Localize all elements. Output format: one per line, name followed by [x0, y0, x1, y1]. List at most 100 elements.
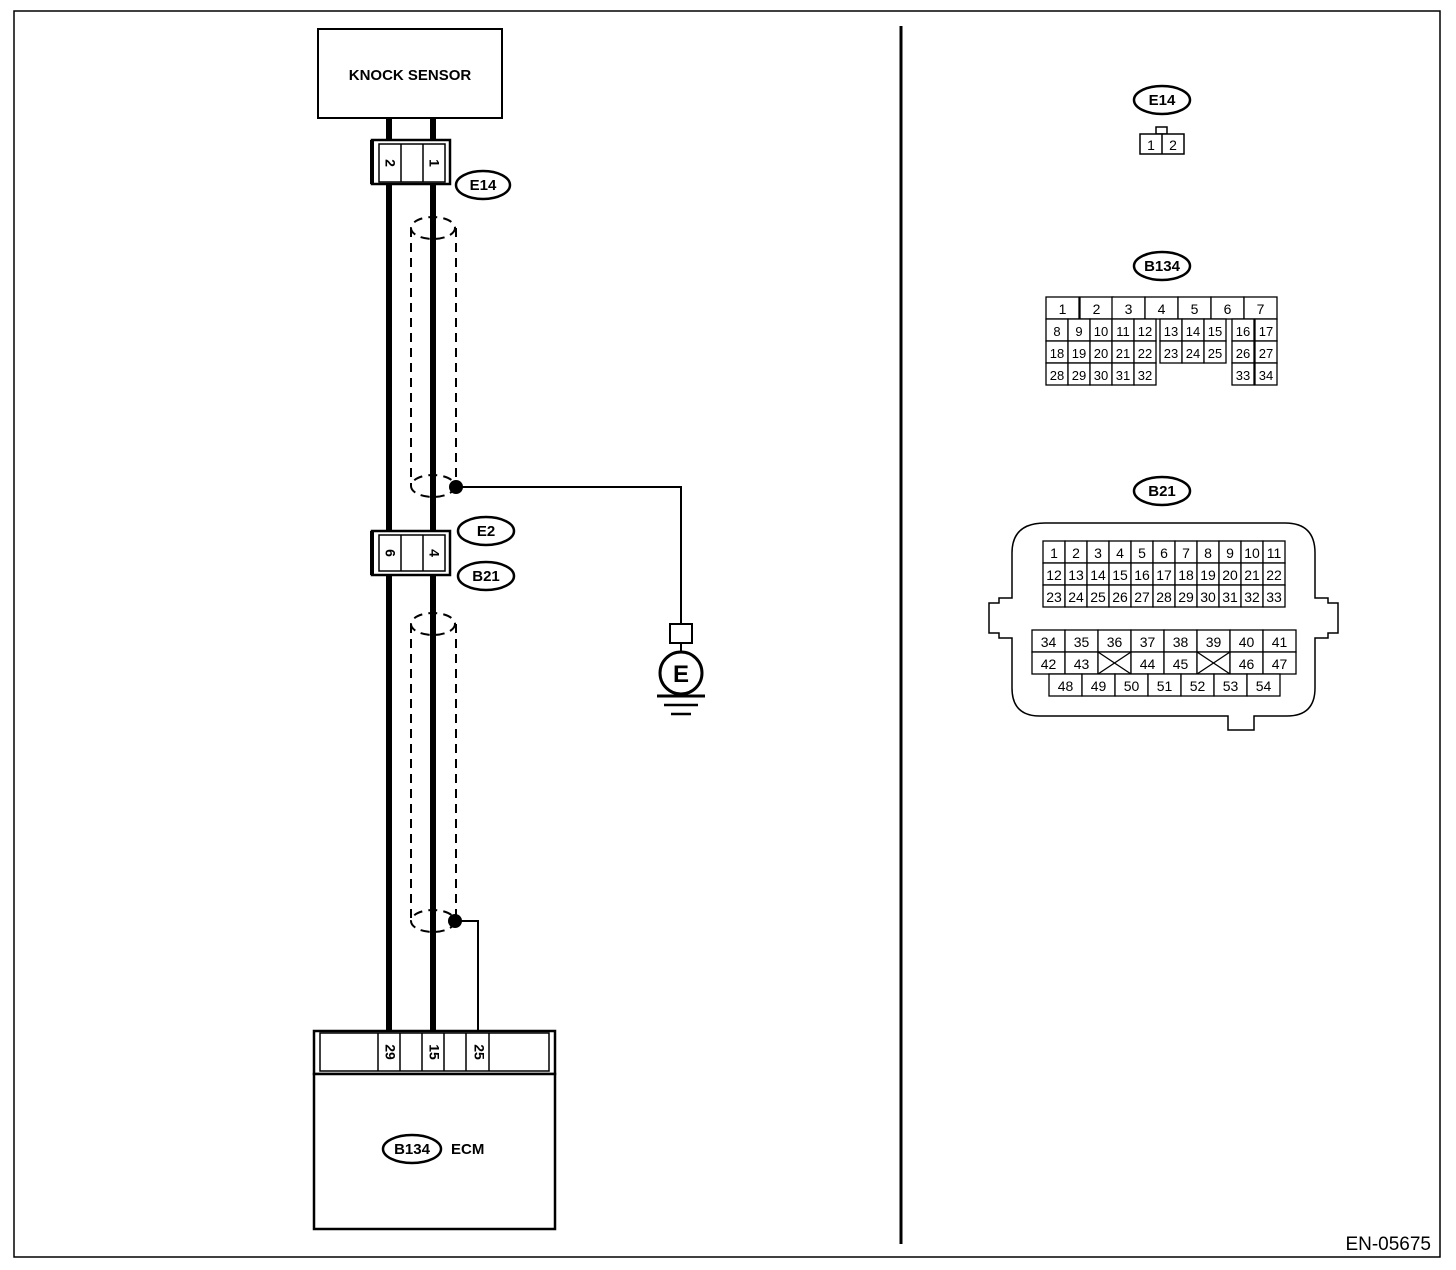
- pin-number: 12: [1138, 324, 1152, 339]
- pin-cell: 47: [1262, 651, 1297, 675]
- pin-cell: 54: [1246, 673, 1281, 697]
- pin-cell: 13: [1159, 318, 1183, 342]
- pin-number: 41: [1272, 634, 1288, 650]
- pin-cell: 33: [1231, 362, 1255, 386]
- pin-number: 31: [1222, 589, 1238, 605]
- pin-number: 15: [1208, 324, 1222, 339]
- pin-cell: 1: [1042, 540, 1066, 564]
- pin-number: 2: [1072, 545, 1080, 561]
- pin-cell: 13: [1064, 562, 1088, 586]
- pin-cell: 35: [1064, 629, 1099, 653]
- pin-number: 6: [1160, 545, 1168, 561]
- pin-cell: 32: [1133, 362, 1157, 386]
- pin-cell: 24: [1064, 584, 1088, 608]
- pin-number: 26: [1112, 589, 1128, 605]
- pin-number: 16: [1134, 567, 1150, 583]
- svg-text:E2: E2: [477, 523, 495, 540]
- pin-number: 23: [1046, 589, 1062, 605]
- pin-cell: 27: [1130, 584, 1154, 608]
- pin-cell: 12: [1042, 562, 1066, 586]
- pin-number: 42: [1041, 656, 1057, 672]
- pin-cell: 3: [1086, 540, 1110, 564]
- pin-cell-blank: [1097, 651, 1132, 675]
- sensor-pin-2: 2: [382, 159, 398, 167]
- junction-connector: 6 4: [370, 529, 452, 577]
- pin-cell: 12: [1133, 318, 1157, 342]
- pin-cell: 16: [1231, 318, 1255, 342]
- pin-number: 45: [1173, 656, 1189, 672]
- pin-cell: 2: [1079, 296, 1114, 320]
- pin-number: 13: [1068, 567, 1084, 583]
- pin-cell: 43: [1064, 651, 1099, 675]
- pin-cell: 21: [1111, 340, 1135, 364]
- pin-cell-blank: [1196, 651, 1231, 675]
- svg-text:1: 1: [1147, 137, 1155, 153]
- pin-number: 3: [1094, 545, 1102, 561]
- sensor-pin-1: 1: [426, 159, 442, 167]
- svg-text:B21: B21: [472, 568, 500, 585]
- pin-cell: 42: [1031, 651, 1066, 675]
- pin-number: 21: [1116, 346, 1130, 361]
- diagram-code: EN-05675: [1345, 1234, 1431, 1255]
- pin-cell: 24: [1181, 340, 1205, 364]
- pin-cell: 7: [1174, 540, 1198, 564]
- pin-number: 9: [1226, 545, 1234, 561]
- knock-sensor-box: KNOCK SENSOR: [317, 28, 503, 119]
- pin-cell: 19: [1067, 340, 1091, 364]
- ecm-connector: 29 15 25: [312, 1029, 557, 1076]
- pin-number: 22: [1138, 346, 1152, 361]
- pin-number: 6: [1224, 301, 1232, 317]
- pin-number: 1: [1050, 545, 1058, 561]
- pin-number: 15: [1112, 567, 1128, 583]
- pin-cell: 23: [1042, 584, 1066, 608]
- pin-number: 21: [1244, 567, 1260, 583]
- pin-number: 23: [1164, 346, 1178, 361]
- pin-cell: 6: [1210, 296, 1245, 320]
- pin-number: 5: [1138, 545, 1146, 561]
- junction-pin-6: 6: [382, 549, 398, 557]
- pin-cell: 14: [1181, 318, 1205, 342]
- pin-number: 1: [1059, 301, 1067, 317]
- pin-number: 34: [1259, 368, 1273, 383]
- pin-number: 30: [1200, 589, 1216, 605]
- pin-number: 2: [1093, 301, 1101, 317]
- pin-cell: 46: [1229, 651, 1264, 675]
- pin-cell: 28: [1152, 584, 1176, 608]
- pin-number: 28: [1050, 368, 1064, 383]
- pin-number: 33: [1236, 368, 1250, 383]
- pin-cell: 4: [1144, 296, 1179, 320]
- pin-number: 29: [1178, 589, 1194, 605]
- pin-cell: 19: [1196, 562, 1220, 586]
- pin-cell: 51: [1147, 673, 1182, 697]
- pin-cell: 31: [1111, 362, 1135, 386]
- pin-cell: 26: [1231, 340, 1255, 364]
- pin-number: 4: [1158, 301, 1166, 317]
- pin-number: 39: [1206, 634, 1222, 650]
- pin-cell: 50: [1114, 673, 1149, 697]
- pin-number: 33: [1266, 589, 1282, 605]
- pin-number: 27: [1134, 589, 1150, 605]
- pin-cell: 23: [1159, 340, 1183, 364]
- ecm-label: ECM: [451, 1141, 484, 1158]
- sensor-connector-e14: 2 1: [370, 138, 452, 186]
- pin-number: 12: [1046, 567, 1062, 583]
- pin-number: 52: [1190, 678, 1206, 694]
- pin-cell: 25: [1086, 584, 1110, 608]
- pin-cell: 34: [1031, 629, 1066, 653]
- pin-number: 11: [1267, 545, 1282, 561]
- pin-cell: 21: [1240, 562, 1264, 586]
- pin-number: 18: [1178, 567, 1194, 583]
- pin-number: 47: [1272, 656, 1288, 672]
- ecm-pin-29: 29: [382, 1044, 398, 1060]
- pin-cell: 33: [1262, 584, 1286, 608]
- pin-cell: 10: [1089, 318, 1113, 342]
- pin-number: 22: [1266, 567, 1282, 583]
- pin-number: 35: [1074, 634, 1090, 650]
- junction-pin-4: 4: [426, 549, 442, 557]
- pin-number: 7: [1182, 545, 1190, 561]
- pin-number: 10: [1094, 324, 1108, 339]
- pin-cell: 9: [1067, 318, 1091, 342]
- b21-tag: B21: [456, 560, 516, 592]
- pin-number: 4: [1116, 545, 1124, 561]
- pin-number: 26: [1236, 346, 1250, 361]
